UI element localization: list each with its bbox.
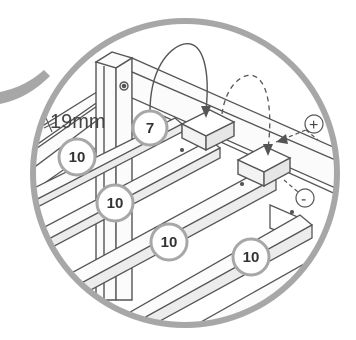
part-badge-10: 10	[59, 139, 95, 175]
part-badge-10: 10	[151, 224, 187, 260]
dimension-label: 19mm	[50, 111, 106, 133]
part-number: 10	[161, 234, 178, 251]
minus-sign: -	[301, 191, 306, 208]
part-number: 10	[107, 195, 124, 212]
lens-content	[20, 20, 350, 335]
part-number: 10	[69, 149, 86, 166]
plus-sign: +	[309, 117, 318, 134]
part-number: 7	[146, 120, 154, 137]
part-number: 10	[243, 249, 260, 266]
callout-pointer	[0, 70, 50, 104]
part-badge-10: 10	[233, 239, 269, 275]
part-badge-10: 10	[97, 185, 133, 221]
part-badge-7: 7	[133, 111, 167, 145]
